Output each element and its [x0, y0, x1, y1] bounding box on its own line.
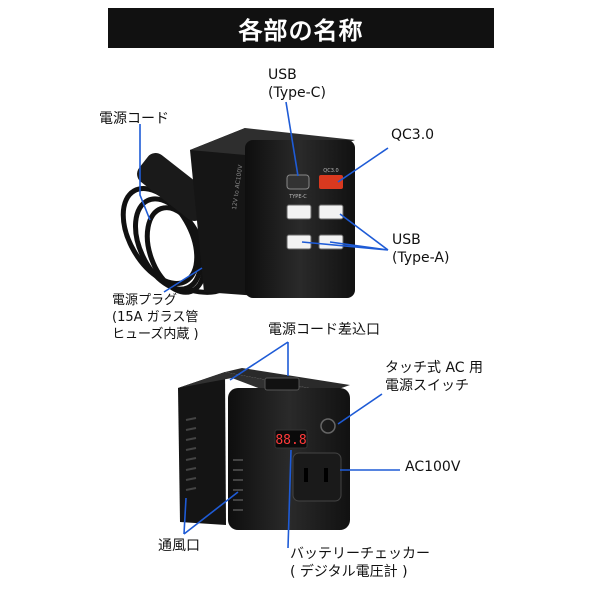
page-title: 各部の名称 [238, 16, 364, 45]
label-ac100v: AC100V [405, 459, 461, 475]
usb-c-port-marking: TYPE-C [288, 194, 307, 200]
pointer-power-cord [139, 124, 151, 221]
pointer-usb-c [285, 101, 299, 177]
pointer-cord-socket [229, 341, 289, 381]
vent-slots [185, 417, 243, 511]
label-power-plug: 電源プラグ (15A ガラス管 ヒューズ内蔵 ) [112, 293, 199, 342]
bottom-inverter: 88.8 [178, 368, 350, 530]
label-usb-c: USB (Type-C) [268, 67, 326, 101]
pointer-switch [337, 393, 383, 425]
ac-outlet-slot-right [324, 468, 328, 482]
label-power-cord: 電源コード [99, 111, 169, 127]
usb-a-port-2 [318, 204, 344, 220]
qc30-port [319, 175, 343, 189]
cord-socket [264, 377, 300, 391]
usb-a-port-3 [286, 234, 312, 250]
voltmeter-reading: 88.8 [275, 433, 306, 448]
voltmeter-display [274, 429, 308, 449]
title-banner: 各部の名称 [108, 8, 494, 48]
pointer-usb-a [301, 213, 389, 251]
pointer-qc30 [337, 147, 389, 183]
qc30-port-marking: QC3.0 [323, 168, 338, 174]
usb-c-port [286, 174, 310, 190]
ac-outlet [292, 452, 342, 502]
top-inverter: TYPE-C QC3.0 12V to AC100V [120, 128, 355, 298]
label-battery-checker: バッテリーチェッカー ( デジタル電圧計 ) [290, 546, 430, 580]
inverter-left-panel [178, 372, 226, 525]
pointer-power-plug [163, 267, 203, 293]
ac-outlet-slot-left [304, 468, 308, 482]
label-vent: 通風口 [158, 538, 200, 554]
label-qc30: QC3.0 [391, 127, 435, 143]
pointer-vent [183, 491, 239, 535]
label-cord-socket: 電源コード差込口 [268, 322, 380, 338]
label-usb-a: USB (Type-A) [392, 232, 450, 266]
touch-switch [320, 418, 336, 434]
inverter-side-panel [190, 128, 258, 296]
usb-a-port-1 [286, 204, 312, 220]
pointer-checker [287, 449, 292, 549]
pointer-lines [139, 101, 400, 549]
label-switch: タッチ式 AC 用 電源スイッチ [385, 360, 484, 394]
